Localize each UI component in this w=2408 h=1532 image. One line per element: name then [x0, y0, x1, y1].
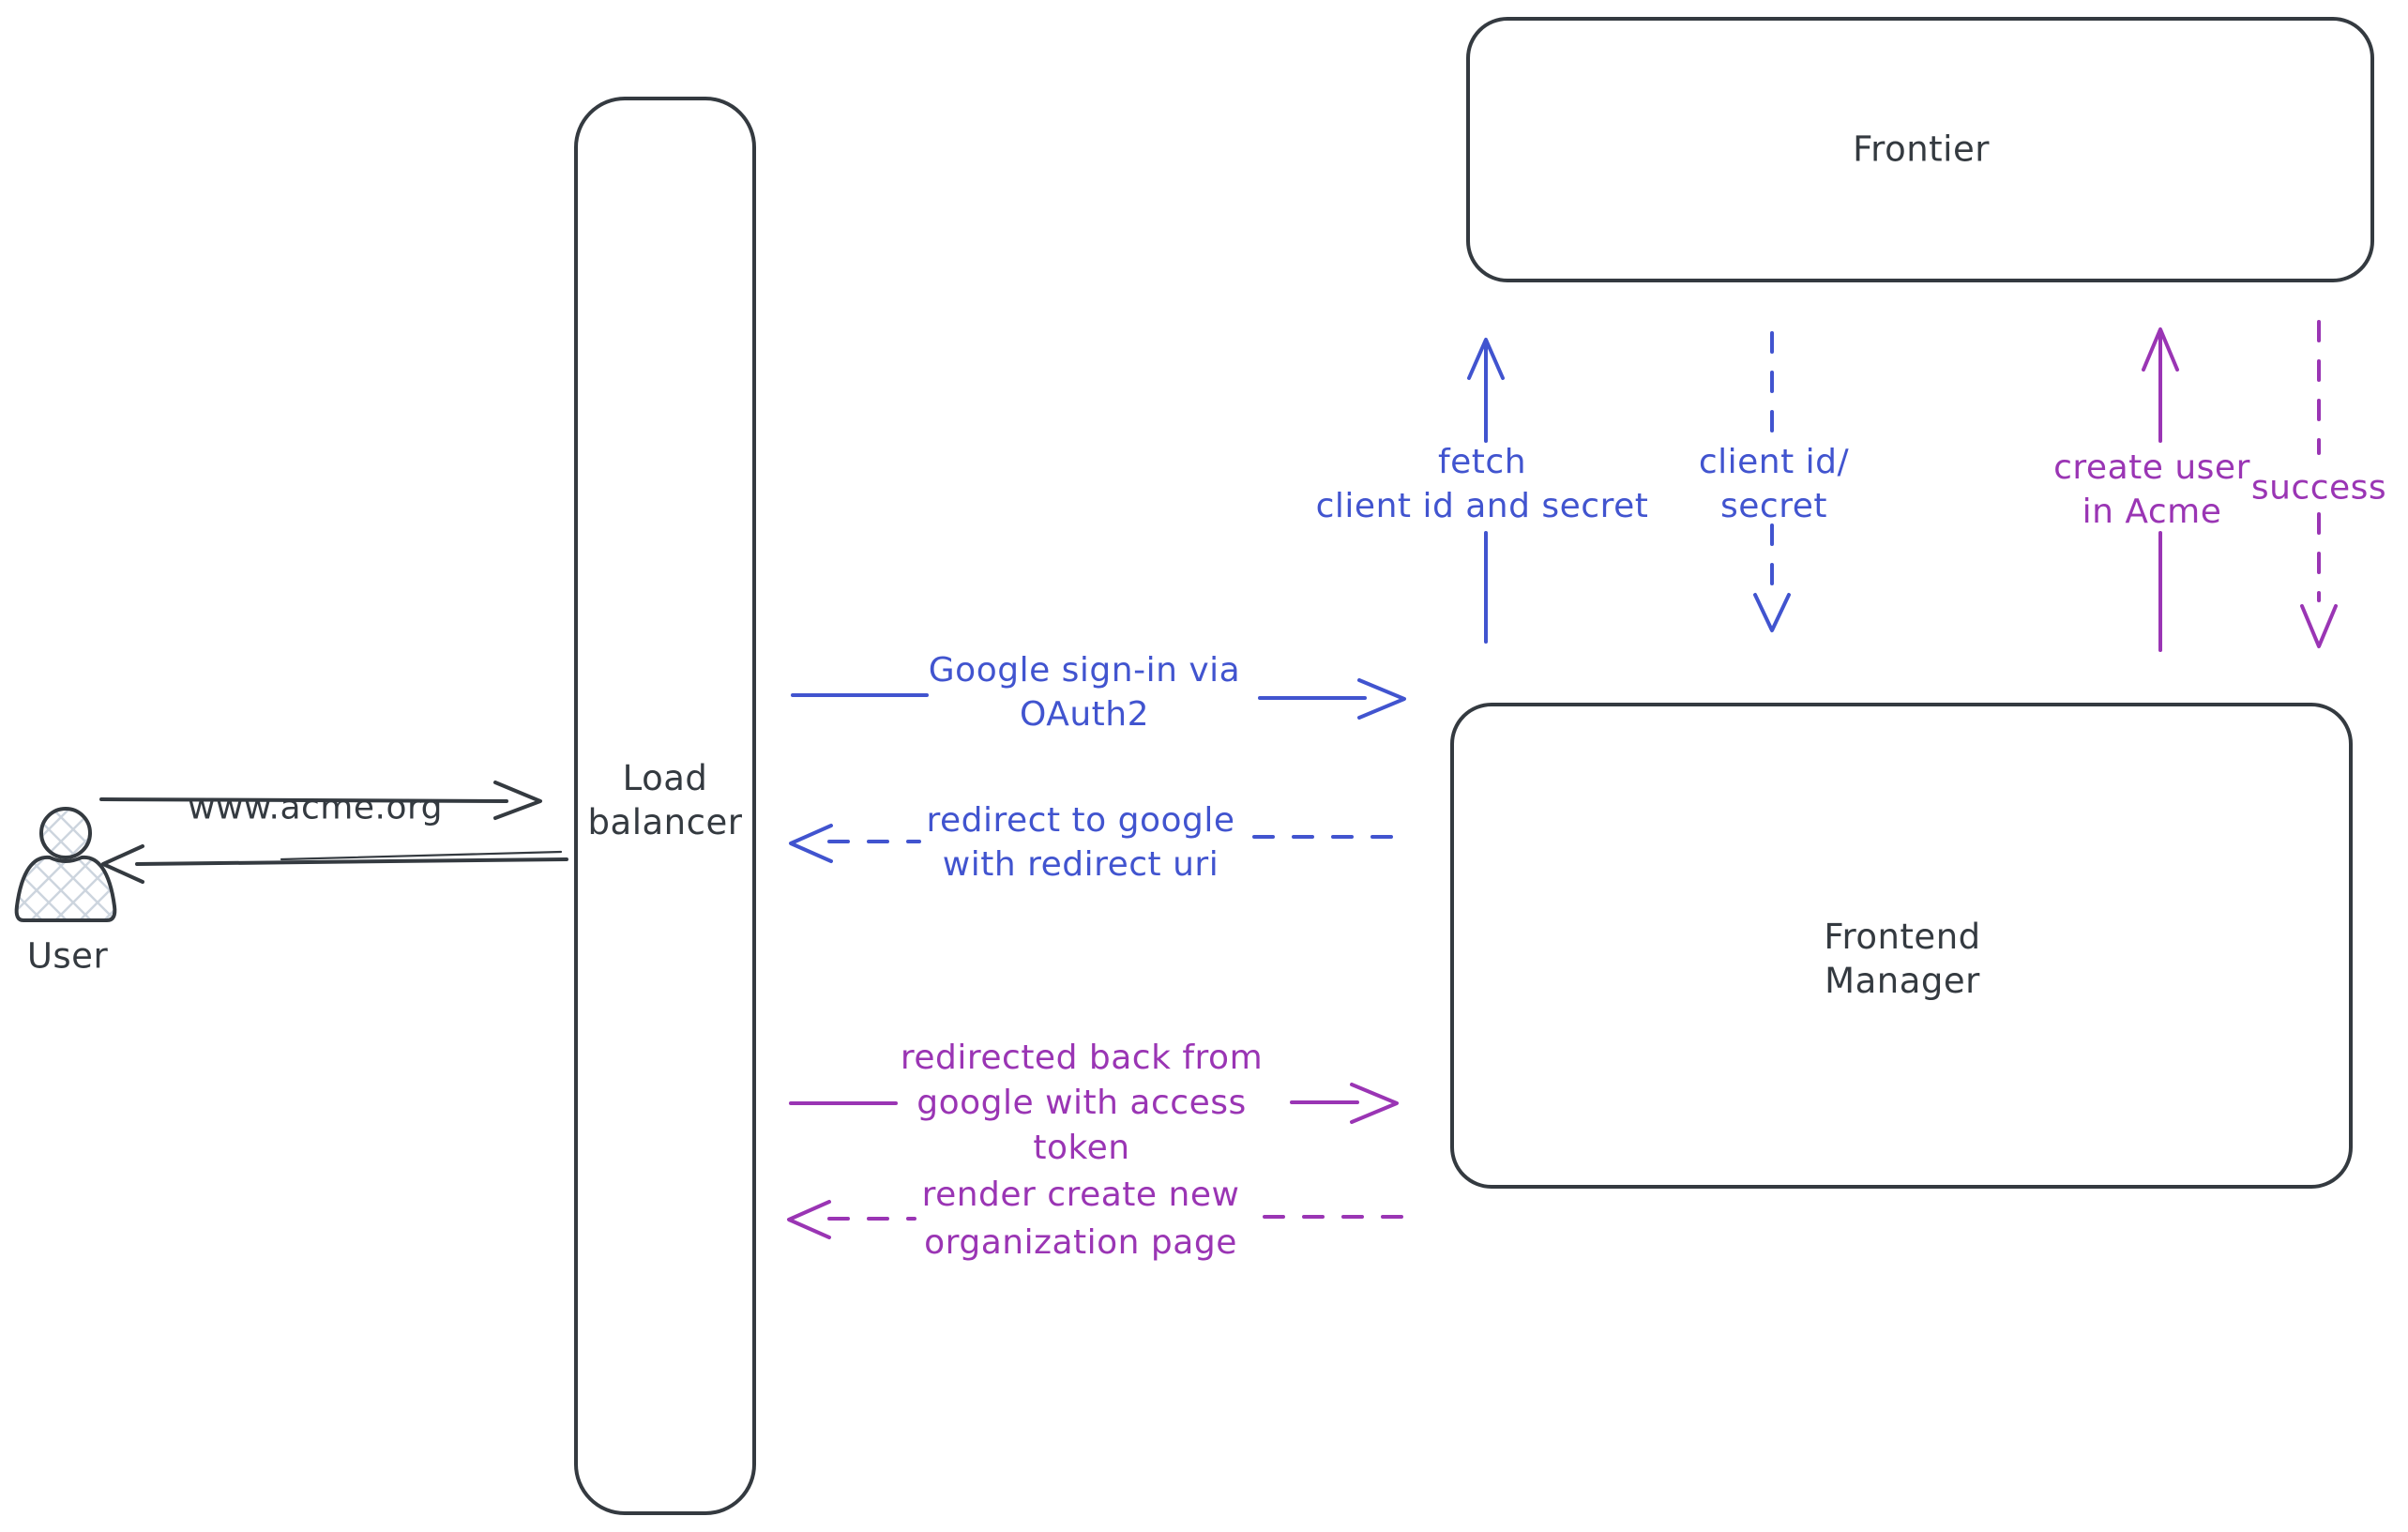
load-balancer-label: Load balancer	[587, 758, 743, 842]
edge-label-client-id-secret: client id/ secret	[1698, 443, 1850, 525]
arrow-create-user	[2142, 327, 2179, 652]
user-label: User	[26, 935, 109, 977]
edge-label-create-user: create user in Acme	[2053, 448, 2250, 531]
arrow-google-signin	[791, 678, 1406, 720]
load-balancer-box	[574, 97, 756, 1515]
arrow-return-to-user	[101, 844, 568, 884]
arrow-redirect-to-google	[789, 824, 1401, 863]
edge-label-www-acme: www.acme.org	[187, 788, 444, 827]
frontier-label: Frontier	[1853, 129, 1990, 170]
arrow-fetch-client-id	[1467, 338, 1505, 644]
arrow-client-id-secret	[1753, 331, 1791, 632]
frontend-manager-label: Frontend Manager	[1824, 917, 1981, 1001]
arrow-render-org-page	[787, 1200, 1403, 1239]
edge-label-google-signin: Google sign-in via OAuth2	[928, 651, 1241, 734]
arrow-success	[2300, 320, 2338, 648]
arrow-redirected-back	[789, 1083, 1399, 1124]
frontier-box	[1466, 17, 2374, 282]
edge-label-fetch-client-id: fetch client id and secret	[1315, 443, 1649, 525]
frontend-manager-box	[1450, 703, 2353, 1189]
edge-label-redirected-back: redirected back from google with access …	[900, 1039, 1264, 1167]
edge-label-redirect-to-google: redirect to google with redirect uri	[926, 801, 1235, 884]
user-icon	[14, 807, 117, 922]
edge-label-render-org-page: render create new organization page	[921, 1176, 1240, 1262]
arrow-www-acme	[99, 781, 542, 820]
edge-label-success: success	[2250, 468, 2387, 508]
